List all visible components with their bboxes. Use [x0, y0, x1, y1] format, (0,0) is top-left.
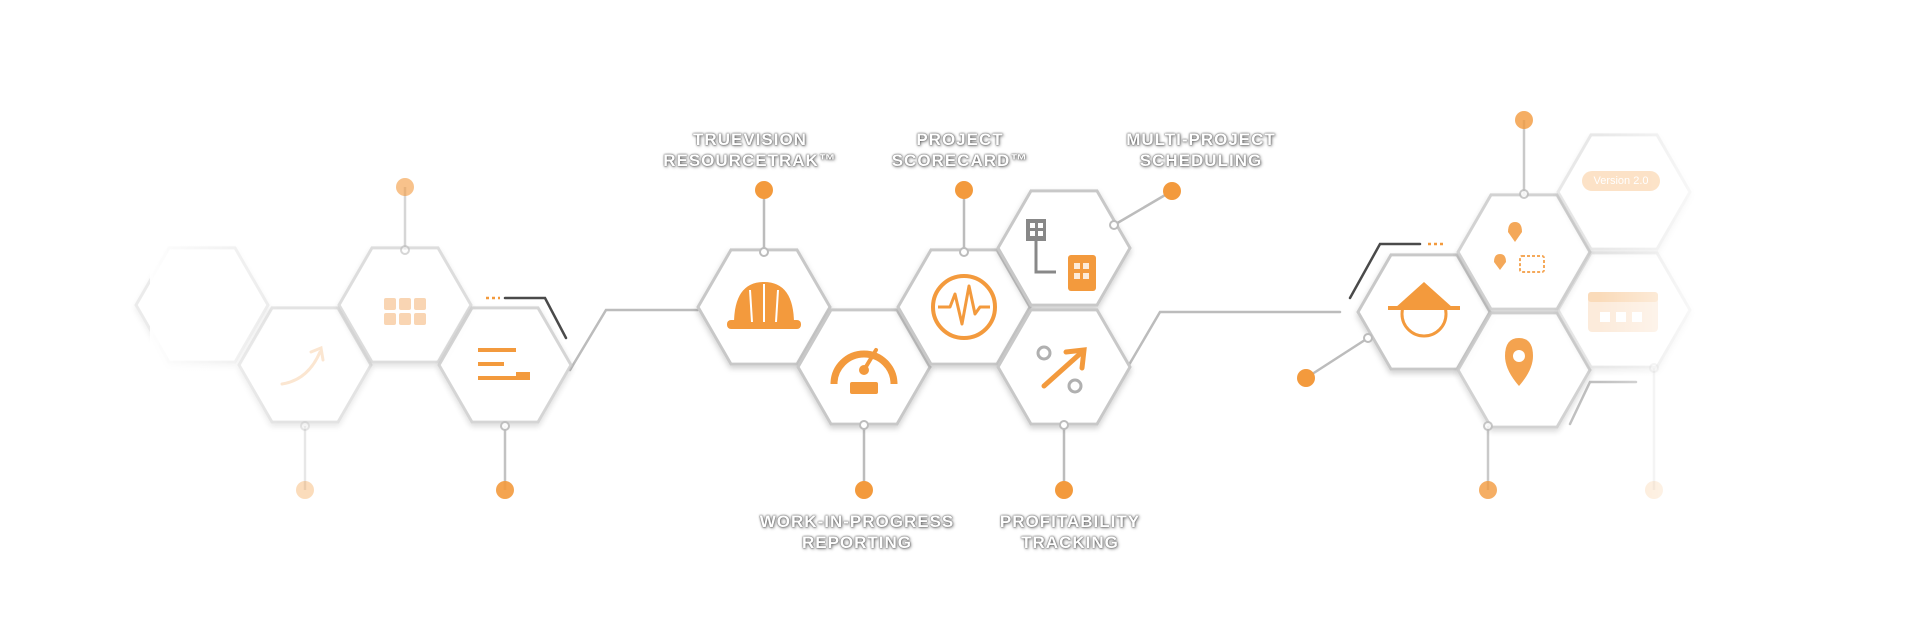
label-project-scorecard: Project Scorecard™ [840, 129, 1080, 171]
joint-node [759, 247, 769, 257]
label-line: ResourceTrak™ [663, 151, 837, 170]
label-line: Scheduling [1139, 151, 1263, 170]
label-profitability-tracking: Profitability Tracking [950, 511, 1190, 553]
hex-left-gantt [437, 306, 573, 424]
joint-node [300, 421, 310, 431]
joint-node [859, 420, 869, 430]
joint-node [1519, 189, 1529, 199]
joint-node [1363, 333, 1373, 343]
connector-line-left [568, 308, 700, 372]
speedometer-icon [830, 348, 898, 394]
joint-node [500, 421, 510, 431]
endpoint-dot [396, 178, 414, 196]
label-line: Reporting [801, 533, 913, 552]
map-pins-icon [1494, 222, 1545, 273]
connector-stem [1305, 336, 1369, 380]
endpoint-dot [955, 181, 973, 199]
joint-node [959, 247, 969, 257]
endpoint-dot [1163, 182, 1181, 200]
connector-stem [1113, 189, 1173, 227]
endpoint-dot [1479, 481, 1497, 499]
endpoint-dot [755, 181, 773, 199]
location-pin-icon [1505, 338, 1533, 386]
hard-hat-icon [727, 282, 801, 329]
connector-line-right [1124, 310, 1342, 372]
label-line: TrueVision [693, 130, 807, 149]
joint-node [1109, 220, 1119, 230]
label-line: Project [916, 130, 1004, 149]
endpoint-dot [1297, 369, 1315, 387]
grid-apps-icon [384, 298, 426, 325]
endpoint-dot [296, 481, 314, 499]
label-work-in-progress-reporting: Work-in-Progress Reporting [737, 511, 977, 553]
label-line: Profitability [999, 512, 1141, 531]
percent-arrow-icon [1036, 345, 1087, 394]
gantt-bars-icon [478, 348, 530, 380]
grid-to-document-icon [1026, 219, 1096, 291]
endpoint-dot [1055, 481, 1073, 499]
dark-accent-line [1348, 242, 1422, 300]
fade-left [150, 150, 280, 480]
joint-node [1059, 420, 1069, 430]
heartbeat-monitor-icon [931, 274, 997, 340]
endpoint-dot [496, 481, 514, 499]
fade-right [1600, 100, 1730, 520]
endpoint-dot [855, 481, 873, 499]
label-line: Scorecard™ [891, 151, 1029, 170]
joint-node [400, 245, 410, 255]
joint-node [1483, 421, 1493, 431]
label-line: Work-in-Progress [759, 512, 955, 531]
version-badge: Version 2.0 [1582, 171, 1660, 191]
label-truevision-resourcetrak: TrueVision ResourceTrak™ [630, 129, 870, 171]
survey-level-icon [1388, 282, 1460, 338]
label-multi-project-scheduling: Multi-Project Scheduling [1081, 129, 1321, 171]
endpoint-dot [1515, 111, 1533, 129]
dark-accent-line [503, 296, 568, 340]
label-line: Multi-Project [1126, 130, 1276, 149]
rising-arrow-icon [280, 345, 325, 386]
label-line: Tracking [1021, 533, 1119, 552]
